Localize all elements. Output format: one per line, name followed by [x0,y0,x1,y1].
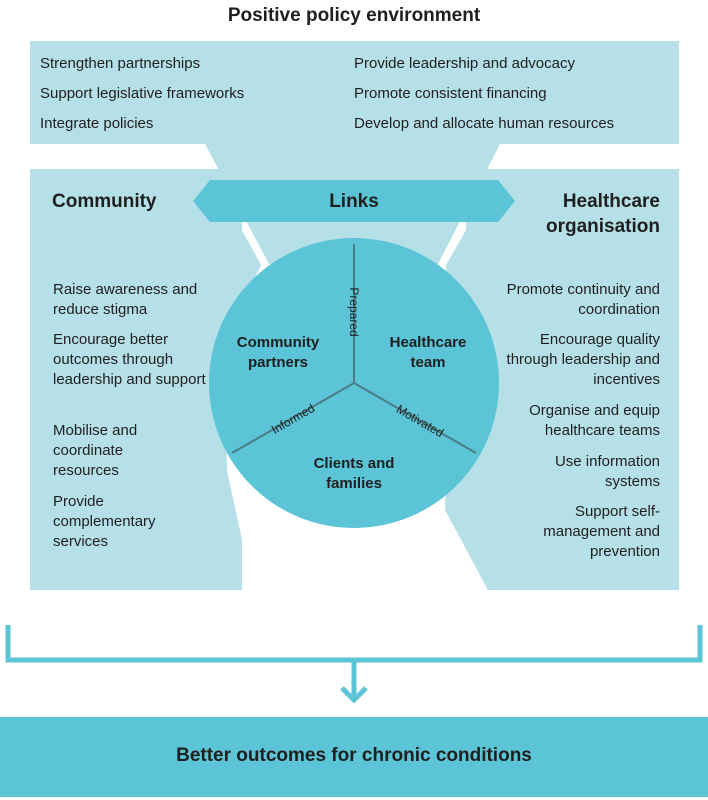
community-heading: Community [52,191,157,212]
links-banner [193,180,515,222]
healthcare-panel [445,169,679,590]
policy-item-left-1: Strengthen partnerships [40,55,201,72]
community-item-3: Mobilise and coordinate resources [53,422,138,479]
outcome-bracket [5,625,703,663]
policy-panel [30,41,679,144]
healthcare-team-label: Healthcare team [389,334,467,371]
healthcare-item-1: Promote continuity and coordination [506,281,660,318]
community-item-2: Encourage better outcomes through leader… [53,331,206,388]
community-item-1: Raise awareness and reduce stigma [53,281,198,318]
community-item-4: Provide complementary services [53,493,156,550]
policy-item-right-1: Provide leadership and advocacy [354,55,575,72]
healthcare-item-5: Support self-management and prevention [543,503,660,560]
outcome-arrow-head [340,686,368,704]
outcome-label: Better outcomes for chronic conditions [176,745,532,766]
divider-right [353,382,477,454]
healthcare-item-4: Use information systems [554,453,660,490]
community-panel [30,169,261,590]
policy-item-left-2: Support legislative frameworks [40,85,245,102]
prepared-label: Prepared [347,287,361,337]
community-partners-label: Community partners [236,334,320,371]
policy-item-right-3: Develop and allocate human resources [354,115,615,132]
healthcare-heading: Healthcare organisation [545,191,660,237]
policy-item-right-2: Promote consistent financing [354,85,547,102]
links-label: Links [329,191,379,212]
outcome-bar [0,717,708,797]
clients-families-label: Clients and families [313,455,395,492]
diagram-title: Positive policy environment [227,5,481,26]
healthcare-item-3: Organise and equip healthcare teams [529,402,660,439]
healthcare-item-2: Encourage quality through leadership and… [506,331,660,388]
divider-left [231,382,355,454]
policy-item-left-3: Integrate policies [40,115,154,132]
